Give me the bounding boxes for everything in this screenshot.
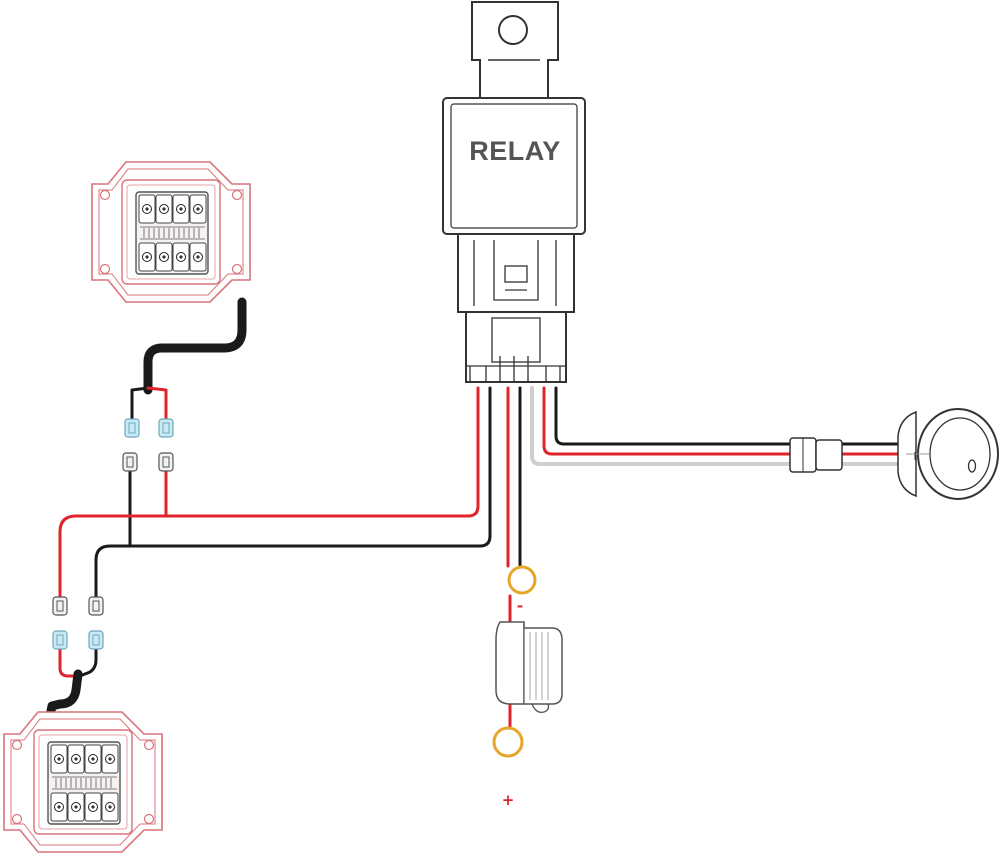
battery-positive-label: + <box>502 791 515 809</box>
relay-label: RELAY <box>469 136 561 166</box>
fuse-holder-icon <box>495 621 563 713</box>
led-light-bottom-icon <box>3 711 163 853</box>
battery-negative-label: - <box>517 597 523 615</box>
relay-icon: RELAY <box>442 1 586 383</box>
rocker-switch-icon <box>897 408 999 500</box>
led-light-top-icon <box>91 161 251 303</box>
ring-terminal-icon <box>492 565 537 758</box>
wires <box>45 297 900 730</box>
switch-connector-icon <box>789 437 843 473</box>
spade-connector-icon <box>52 418 174 650</box>
